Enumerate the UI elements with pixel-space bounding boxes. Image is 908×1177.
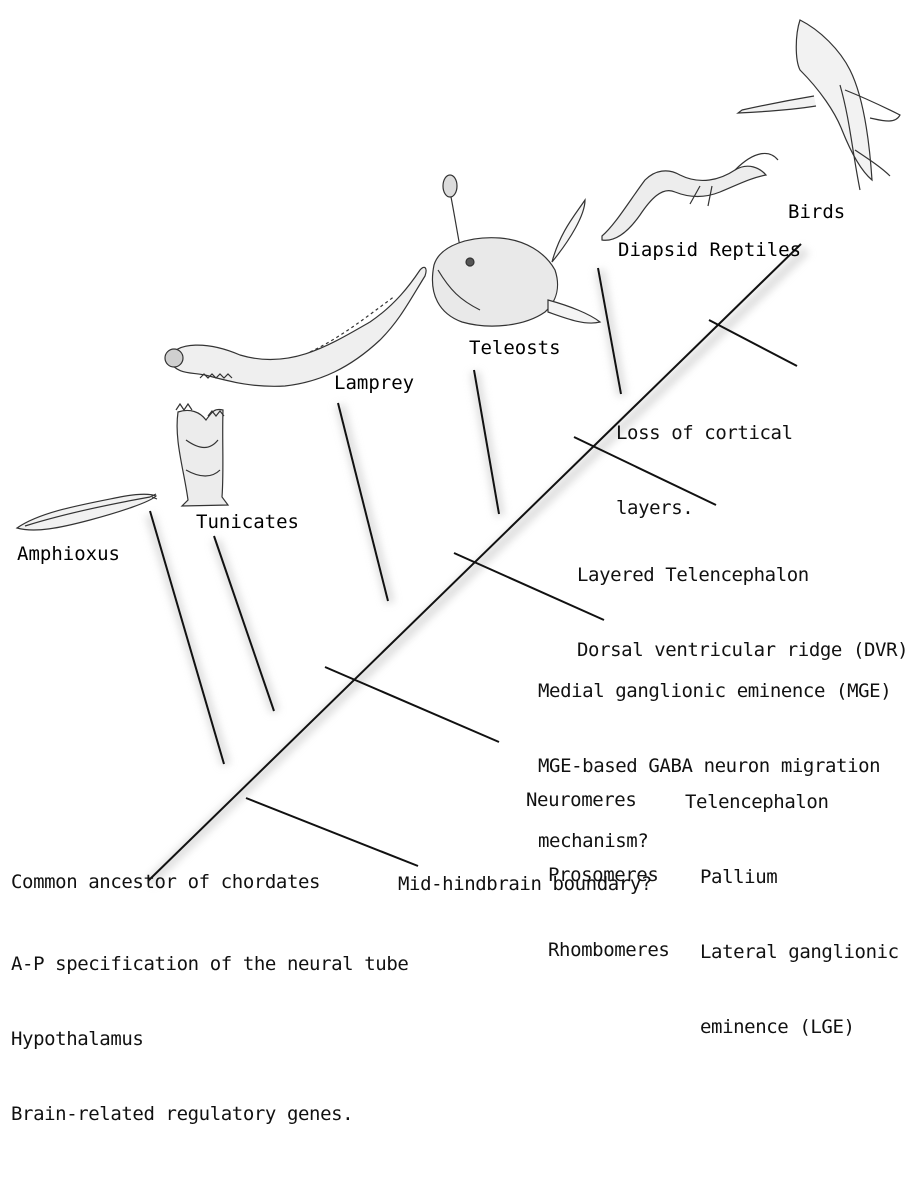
label-birds: Birds (788, 201, 845, 223)
branch-tunicates (214, 536, 274, 711)
label-lamprey: Lamprey (334, 372, 414, 394)
teleost-illustration (432, 175, 600, 326)
label-amphioxus: Amphioxus (17, 543, 120, 565)
telencephalon-line-2: Pallium (685, 865, 899, 890)
tick-mid-hindbrain (246, 798, 418, 866)
branch-amphioxus (150, 511, 224, 764)
label-tunicates: Tunicates (196, 511, 299, 533)
layered-line-1: Layered Telencephalon (577, 563, 908, 588)
cortical-line-1: Loss of cortical (616, 421, 793, 446)
branch-lamprey (338, 403, 388, 601)
root-trait-1: A-P specification of the neural tube (11, 952, 408, 977)
tunicate-illustration (176, 404, 228, 506)
label-mid-hindbrain: Mid-hindbrain boundary? (398, 872, 652, 897)
amphioxus-illustration (17, 494, 157, 530)
reptile-illustration (602, 153, 778, 240)
tick-neuromeres (325, 667, 499, 742)
label-root: Common ancestor of chordates (11, 870, 320, 895)
root-traits: A-P specification of the neural tube Hyp… (11, 902, 408, 1177)
telencephalon-line-1: Telencephalon (685, 790, 899, 815)
mge-line-1: Medial ganglionic eminence (MGE) (538, 679, 891, 704)
label-diapsid-reptiles: Diapsid Reptiles (618, 239, 801, 261)
neuromeres-line-1: Neuromeres (526, 788, 669, 813)
root-trait-2: Hypothalamus (11, 1027, 408, 1052)
label-teleosts: Teleosts (469, 337, 561, 359)
neuromeres-line-3: Rhombomeres (526, 938, 669, 963)
label-telencephalon: Telencephalon Pallium Lateral ganglionic… (685, 740, 899, 1090)
branch-teleosts (474, 370, 499, 514)
bird-illustration (738, 20, 900, 190)
root-trait-3: Brain-related regulatory genes. (11, 1102, 408, 1127)
telencephalon-line-4: eminence (LGE) (685, 1015, 899, 1040)
phylogeny-diagram: Amphioxus Tunicates Lamprey Teleosts Dia… (0, 0, 908, 973)
lamprey-illustration (165, 267, 426, 386)
tick-cortical (709, 320, 797, 366)
telencephalon-line-3: Lateral ganglionic (685, 940, 899, 965)
